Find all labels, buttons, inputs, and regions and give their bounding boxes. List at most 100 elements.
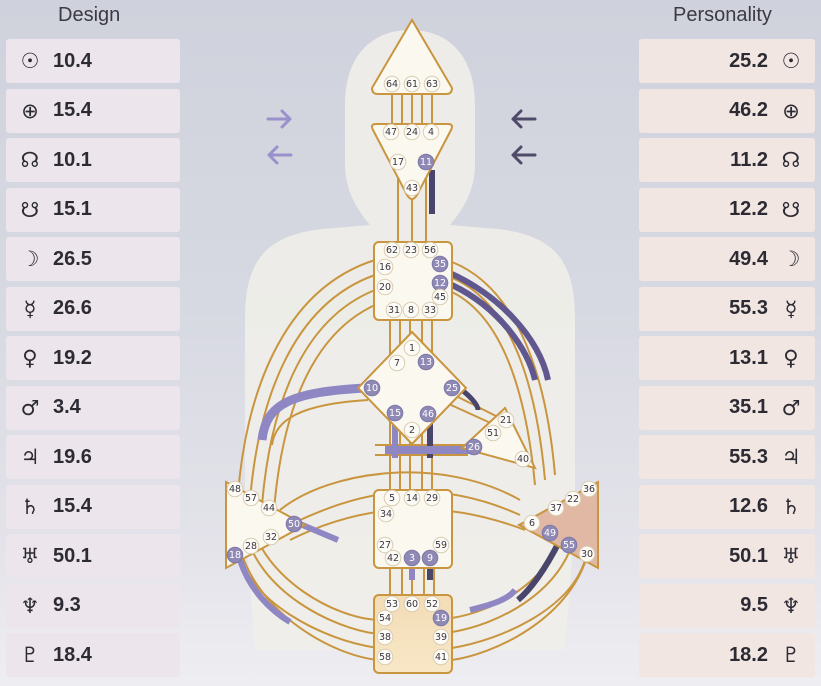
design-row-mercury[interactable]: ☿26.6	[6, 286, 180, 331]
personality-row-moon[interactable]: 49.4☽	[639, 237, 815, 281]
gate-number: 34	[380, 509, 392, 520]
gate-58[interactable]: 58	[376, 648, 394, 666]
design-row-south-node[interactable]: ☋15.1	[6, 187, 180, 232]
gate-63[interactable]: 63	[423, 75, 441, 93]
gate-25[interactable]: 25	[443, 379, 461, 397]
gate-31[interactable]: 31	[385, 301, 403, 319]
gate-24[interactable]: 24	[403, 123, 421, 141]
gate-19[interactable]: 19	[432, 609, 450, 627]
gate-54[interactable]: 54	[376, 609, 394, 627]
gate-48[interactable]: 48	[226, 480, 244, 498]
gate-8[interactable]: 8	[402, 301, 420, 319]
gate-21[interactable]: 21	[497, 411, 515, 429]
gate-1[interactable]: 1	[403, 339, 421, 357]
personality-row-north-node[interactable]: 11.2☊	[639, 138, 815, 182]
gate-39[interactable]: 39	[432, 628, 450, 646]
gate-57[interactable]: 57	[242, 489, 260, 507]
g-center	[356, 330, 468, 446]
gate-18[interactable]: 18	[226, 546, 244, 564]
gate-40[interactable]: 40	[514, 450, 532, 468]
gate-29[interactable]: 29	[423, 489, 441, 507]
gate-15[interactable]: 15	[386, 404, 404, 422]
gate-42[interactable]: 42	[384, 549, 402, 567]
gate-10[interactable]: 10	[363, 379, 381, 397]
gate-38[interactable]: 38	[376, 628, 394, 646]
gate-28[interactable]: 28	[242, 537, 260, 555]
gate-53[interactable]: 53	[383, 595, 401, 613]
gate-43[interactable]: 43	[403, 179, 421, 197]
personality-row-south-node[interactable]: 12.2☋	[639, 187, 815, 232]
design-row-moon[interactable]: ☽26.5	[6, 237, 180, 281]
personality-row-mercury[interactable]: 55.3☿	[639, 286, 815, 331]
gate-62[interactable]: 62	[383, 241, 401, 259]
design-row-mars[interactable]: ♂3.4	[6, 385, 180, 430]
personality-row-jupiter[interactable]: 55.3♃	[639, 435, 815, 479]
gate-64[interactable]: 64	[383, 75, 401, 93]
personality-row-saturn[interactable]: 12.6♄	[639, 484, 815, 529]
gate-33[interactable]: 33	[421, 301, 439, 319]
gate-30[interactable]: 30	[578, 545, 596, 563]
gate-3[interactable]: 3	[403, 549, 421, 567]
gate-11[interactable]: 11	[417, 153, 435, 171]
gate-59[interactable]: 59	[432, 536, 450, 554]
gate-number: 29	[426, 493, 438, 504]
gate-35[interactable]: 35	[431, 255, 449, 273]
personality-row-pluto[interactable]: 18.2♇	[639, 633, 815, 677]
design-row-neptune[interactable]: ♆9.3	[6, 583, 180, 628]
personality-row-mars[interactable]: 35.1♂	[639, 385, 815, 430]
design-row-uranus[interactable]: ♅50.1	[6, 534, 180, 578]
design-row-venus[interactable]: ♀19.2	[6, 336, 180, 380]
gate-45[interactable]: 45	[431, 288, 449, 306]
gate-27[interactable]: 27	[376, 536, 394, 554]
gate-50[interactable]: 50	[285, 515, 303, 533]
gate-6[interactable]: 6	[523, 514, 541, 532]
gate-52[interactable]: 52	[423, 595, 441, 613]
gate-56[interactable]: 56	[421, 241, 439, 259]
gate-41[interactable]: 41	[432, 648, 450, 666]
gate-23[interactable]: 23	[402, 241, 420, 259]
gate-61[interactable]: 61	[403, 75, 421, 93]
gate-5[interactable]: 5	[383, 489, 401, 507]
personality-row-sun[interactable]: 25.2☉	[639, 39, 815, 83]
design-row-sun[interactable]: ☉10.4	[6, 39, 180, 83]
gate-17[interactable]: 17	[389, 153, 407, 171]
gate-49[interactable]: 49	[541, 524, 559, 542]
personality-row-venus[interactable]: 13.1♀	[639, 336, 815, 380]
gate-34[interactable]: 34	[377, 505, 395, 523]
personality-row-earth[interactable]: 46.2⊕	[639, 88, 815, 133]
personality-row-neptune[interactable]: 9.5♆	[639, 583, 815, 628]
gate-9[interactable]: 9	[421, 549, 439, 567]
gate-2[interactable]: 2	[403, 421, 421, 439]
design-row-pluto[interactable]: ♇18.4	[6, 633, 180, 677]
gate-55[interactable]: 55	[560, 536, 578, 554]
gate-44[interactable]: 44	[260, 499, 278, 517]
design-row-saturn[interactable]: ♄15.4	[6, 484, 180, 529]
gate-4[interactable]: 4	[422, 123, 440, 141]
gate-60[interactable]: 60	[403, 595, 421, 613]
gate-47[interactable]: 47	[382, 123, 400, 141]
gate-37[interactable]: 37	[547, 499, 565, 517]
design-row-earth[interactable]: ⊕15.4	[6, 88, 180, 133]
gate-14[interactable]: 14	[403, 489, 421, 507]
gate-32[interactable]: 32	[262, 528, 280, 546]
gate-12[interactable]: 12	[431, 274, 449, 292]
personality-value: 13.1	[729, 346, 768, 369]
personality-value: 12.6	[729, 495, 768, 517]
design-row-jupiter[interactable]: ♃19.6	[6, 435, 180, 479]
gate-number: 25	[446, 383, 458, 394]
gate-20[interactable]: 20	[376, 278, 394, 296]
personality-row-uranus[interactable]: 50.1♅	[639, 534, 815, 578]
gate-7[interactable]: 7	[388, 354, 406, 372]
gate-26[interactable]: 26	[465, 438, 483, 456]
venus-icon: ♀	[22, 346, 38, 370]
design-row-north-node[interactable]: ☊10.1	[6, 138, 180, 182]
saturn-icon: ♄	[20, 494, 40, 519]
gate-36[interactable]: 36	[580, 480, 598, 498]
gate-13[interactable]: 13	[417, 353, 435, 371]
gate-number: 47	[385, 127, 397, 138]
gate-22[interactable]: 22	[564, 490, 582, 508]
uranus-icon: ♅	[20, 544, 40, 568]
gate-51[interactable]: 51	[484, 424, 502, 442]
gate-16[interactable]: 16	[376, 258, 394, 276]
gate-46[interactable]: 46	[419, 405, 437, 423]
